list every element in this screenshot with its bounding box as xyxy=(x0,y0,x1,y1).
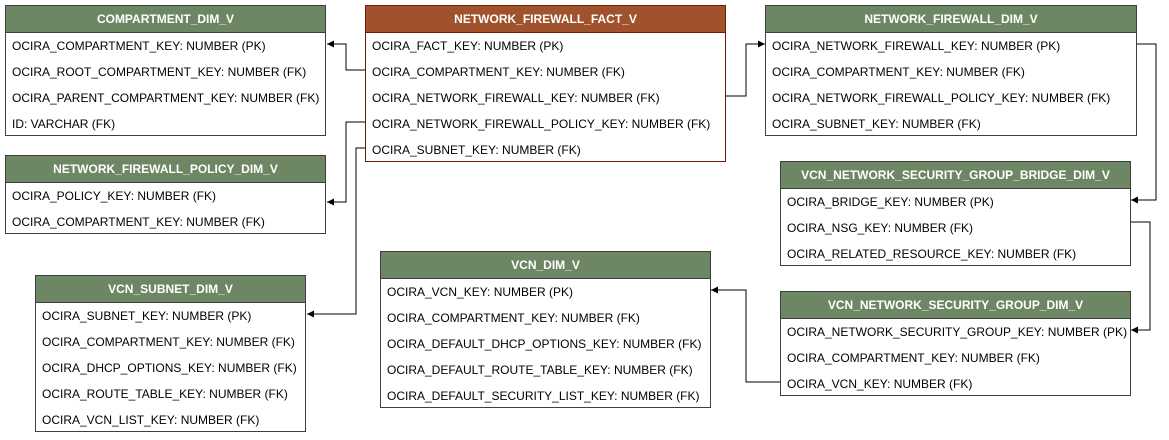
connector-bridge-to-nsg xyxy=(1131,221,1151,334)
entity-field: OCIRA_BRIDGE_KEY: NUMBER (PK) xyxy=(787,195,994,209)
entity-field: OCIRA_ROUTE_TABLE_KEY: NUMBER (FK) xyxy=(42,387,288,401)
entity-field: OCIRA_DEFAULT_ROUTE_TABLE_KEY: NUMBER (F… xyxy=(387,363,693,377)
entity-title: VCN_NETWORK_SECURITY_GROUP_BRIDGE_DIM_V xyxy=(781,162,1130,189)
entity-title: VCN_NETWORK_SECURITY_GROUP_DIM_V xyxy=(781,292,1130,319)
entity-field: OCIRA_COMPARTMENT_KEY: NUMBER (FK) xyxy=(12,215,265,229)
entity-field: OCIRA_POLICY_KEY: NUMBER (FK) xyxy=(12,189,217,203)
entity-field: OCIRA_NETWORK_FIREWALL_POLICY_KEY: NUMBE… xyxy=(372,117,711,131)
entity-field: OCIRA_SUBNET_KEY: NUMBER (PK) xyxy=(42,309,252,323)
entity-title: NETWORK_FIREWALL_DIM_V xyxy=(766,6,1136,33)
entity-field: OCIRA_NETWORK_FIREWALL_KEY: NUMBER (FK) xyxy=(372,91,660,105)
entity-vcn-nsg-dim[interactable]: VCN_NETWORK_SECURITY_GROUP_DIM_V OCIRA_NE… xyxy=(780,291,1131,396)
entity-field: ID: VARCHAR (FK) xyxy=(12,117,116,131)
entity-field: OCIRA_DEFAULT_DHCP_OPTIONS_KEY: NUMBER (… xyxy=(387,337,702,351)
entity-vcn-dim[interactable]: VCN_DIM_V OCIRA_VCN_KEY: NUMBER (PK) OCIRA… xyxy=(380,251,711,408)
connector-fact-to-network-firewall xyxy=(726,40,765,97)
entity-field: OCIRA_SUBNET_KEY: NUMBER (FK) xyxy=(772,117,981,131)
entity-field: OCIRA_COMPARTMENT_KEY: NUMBER (FK) xyxy=(42,335,295,349)
entity-network-firewall-fact[interactable]: NETWORK_FIREWALL_FACT_V OCIRA_FACT_KEY: N… xyxy=(365,5,726,162)
entity-field: OCIRA_COMPARTMENT_KEY: NUMBER (FK) xyxy=(787,351,1040,365)
entity-field: OCIRA_PARENT_COMPARTMENT_KEY: NUMBER (FK… xyxy=(12,91,320,105)
entity-field: OCIRA_VCN_KEY: NUMBER (PK) xyxy=(387,285,574,299)
connector-nsg-to-vcn xyxy=(711,286,780,383)
entity-field: OCIRA_VCN_KEY: NUMBER (FK) xyxy=(787,377,973,391)
entity-network-firewall-policy-dim[interactable]: NETWORK_FIREWALL_POLICY_DIM_V OCIRA_POLIC… xyxy=(5,155,326,234)
entity-vcn-subnet-dim[interactable]: VCN_SUBNET_DIM_V OCIRA_SUBNET_KEY: NUMBER… xyxy=(35,275,306,432)
connector-fact-to-firewall-policy xyxy=(327,121,366,206)
entity-field: OCIRA_SUBNET_KEY: NUMBER (FK) xyxy=(372,143,581,157)
entity-field: OCIRA_COMPARTMENT_KEY: NUMBER (FK) xyxy=(387,311,640,325)
entity-title: NETWORK_FIREWALL_POLICY_DIM_V xyxy=(6,156,325,183)
entity-title: NETWORK_FIREWALL_FACT_V xyxy=(366,6,725,33)
entity-vcn-nsg-bridge-dim[interactable]: VCN_NETWORK_SECURITY_GROUP_BRIDGE_DIM_V O… xyxy=(780,161,1131,266)
connector-fact-to-subnet xyxy=(307,147,366,318)
entity-field: OCIRA_COMPARTMENT_KEY: NUMBER (FK) xyxy=(772,65,1025,79)
connector-firewall-to-nsg-bridge xyxy=(1131,43,1157,204)
entity-field: OCIRA_VCN_LIST_KEY: NUMBER (FK) xyxy=(42,413,260,427)
entity-title: VCN_SUBNET_DIM_V xyxy=(36,276,305,303)
entity-field: OCIRA_COMPARTMENT_KEY: NUMBER (FK) xyxy=(372,65,625,79)
entity-field: OCIRA_NETWORK_FIREWALL_POLICY_KEY: NUMBE… xyxy=(772,91,1111,105)
connector-fact-to-compartment xyxy=(327,40,366,71)
entity-title: VCN_DIM_V xyxy=(381,252,710,279)
entity-field: OCIRA_DHCP_OPTIONS_KEY: NUMBER (FK) xyxy=(42,361,297,375)
entity-title: COMPARTMENT_DIM_V xyxy=(6,6,325,33)
entity-field: OCIRA_COMPARTMENT_KEY: NUMBER (PK) xyxy=(12,39,266,53)
entity-field: OCIRA_NETWORK_SECURITY_GROUP_KEY: NUMBER… xyxy=(787,325,1128,339)
entity-field: OCIRA_NSG_KEY: NUMBER (FK) xyxy=(787,221,974,235)
entity-field: OCIRA_DEFAULT_SECURITY_LIST_KEY: NUMBER … xyxy=(387,389,700,403)
entity-field: OCIRA_ROOT_COMPARTMENT_KEY: NUMBER (FK) xyxy=(12,65,307,79)
entity-field: OCIRA_RELATED_RESOURCE_KEY: NUMBER (FK) xyxy=(787,247,1077,261)
entity-compartment-dim[interactable]: COMPARTMENT_DIM_V OCIRA_COMPARTMENT_KEY: … xyxy=(5,5,326,136)
entity-field: OCIRA_FACT_KEY: NUMBER (PK) xyxy=(372,39,564,53)
entity-field: OCIRA_NETWORK_FIREWALL_KEY: NUMBER (PK) xyxy=(772,39,1061,53)
entity-network-firewall-dim[interactable]: NETWORK_FIREWALL_DIM_V OCIRA_NETWORK_FIRE… xyxy=(765,5,1137,136)
